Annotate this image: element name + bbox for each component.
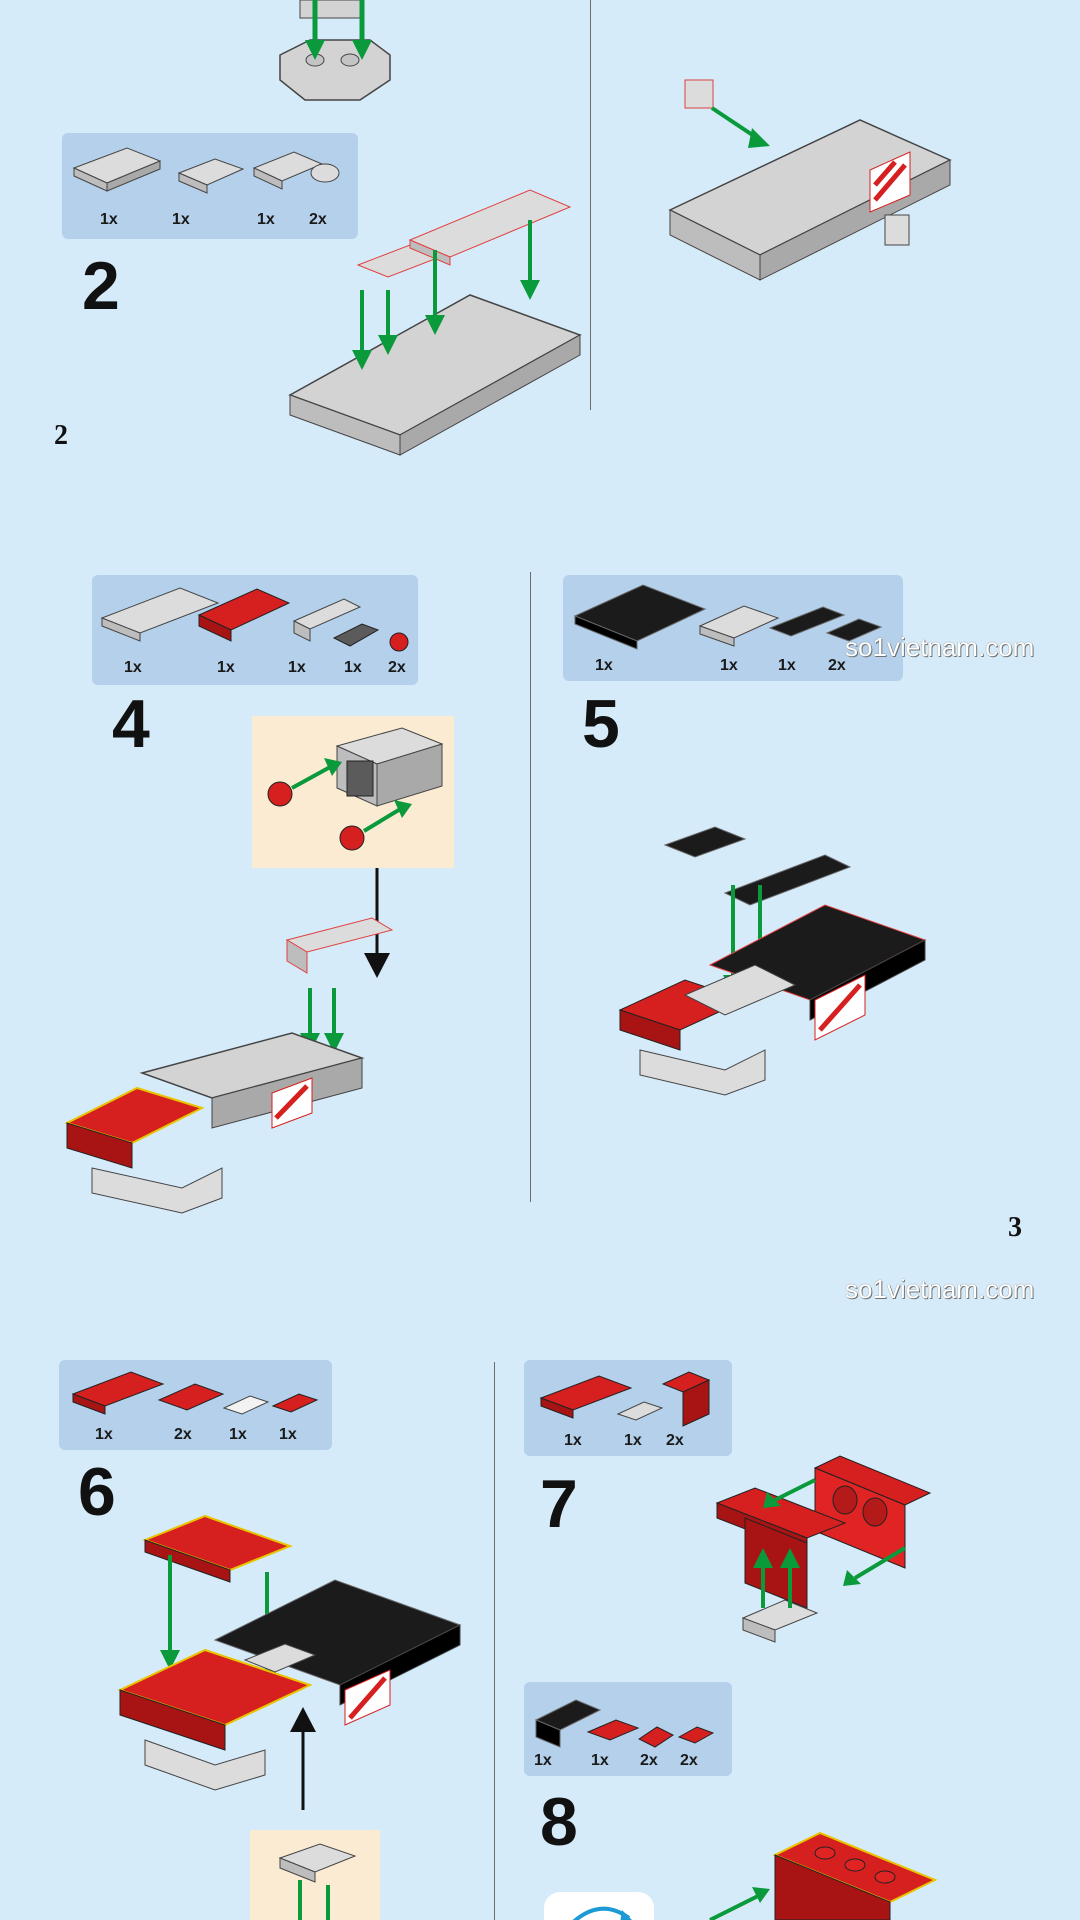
part-red-slope <box>638 1726 674 1748</box>
step-6-part-4-qty: 1x <box>279 1426 297 1443</box>
part-red-bracket <box>661 1371 711 1427</box>
part-gray-plate-2x3 <box>698 605 780 647</box>
part-black-plate-1x2 <box>825 618 883 642</box>
step-8-number: 8 <box>540 1784 578 1860</box>
step-2-number: 2 <box>82 248 120 324</box>
part-red-round-plate <box>389 632 409 652</box>
part-black-technic-brick <box>534 1699 602 1748</box>
part-red-clip <box>677 1726 715 1744</box>
step-5-model <box>618 826 927 1096</box>
step-4-part-2-qty: 1x <box>217 659 235 676</box>
page-number-2: 2 <box>54 420 68 451</box>
step-4-callout <box>252 716 454 868</box>
part-gray-plate-2x4 <box>72 147 162 192</box>
page-divider-bottom <box>494 1362 495 1920</box>
step-8-part-4-qty: 2x <box>680 1752 698 1769</box>
part-black-plate-4x6 <box>573 584 707 650</box>
part-red-wedge-plate <box>197 588 291 642</box>
step-4-part-4-qty: 1x <box>344 659 362 676</box>
part-red-plate-1x2 <box>586 1719 640 1741</box>
step-2-part-4-qty: 2x <box>309 211 327 228</box>
step-4-part-3-qty: 1x <box>288 659 306 676</box>
part-black-plate-1x4 <box>768 606 846 637</box>
step-8-parts-box: 1x 1x 2x 2x <box>524 1682 732 1776</box>
step-5-parts-box: 1x 1x 1x 2x <box>563 575 903 681</box>
part-gray-round-plate <box>310 163 340 183</box>
step-6-part-2-qty: 2x <box>174 1426 192 1443</box>
step-7-parts-box: 1x 1x 2x <box>524 1360 732 1456</box>
step-2-model <box>288 189 582 456</box>
page-divider-middle <box>530 572 531 1202</box>
page-divider-top <box>590 0 591 410</box>
step-3-model <box>668 79 952 281</box>
step-5-part-4-qty: 2x <box>828 657 846 674</box>
step-4-number: 4 <box>112 686 150 762</box>
step-5-number: 5 <box>582 686 620 762</box>
step-4-part-5-qty: 2x <box>388 659 406 676</box>
step-4-model <box>64 868 394 1214</box>
part-red-plate-2x4 <box>71 1371 165 1415</box>
callout-white-tile <box>278 1843 357 1920</box>
part-red-plate-2x3 <box>157 1383 225 1411</box>
part-red-plate-1x2 <box>271 1393 319 1413</box>
part-gray-plate-clip <box>177 158 245 194</box>
part-dark-gray-grille <box>332 623 380 647</box>
page-number-3: 3 <box>1008 1212 1022 1243</box>
step-6-model <box>117 1514 462 1810</box>
part-red-plate-2x4 <box>539 1375 633 1419</box>
step-7-number: 7 <box>540 1466 578 1542</box>
step-2-part-2-qty: 1x <box>172 211 190 228</box>
part-white-tile <box>222 1395 270 1415</box>
part-gray-plate-2x6 <box>100 587 220 642</box>
rotate-arrow-icon <box>572 1906 632 1920</box>
part-gray-brick-holes <box>292 598 362 642</box>
part-gray-plate-1x2 <box>616 1401 664 1421</box>
rotate-model-icon <box>544 1892 654 1920</box>
step-5-part-2-qty: 1x <box>720 657 738 674</box>
step-6-part-1-qty: 1x <box>95 1426 113 1443</box>
watermark-top: so1vietnam.com <box>845 632 1035 662</box>
step-7-part-3-qty: 2x <box>666 1432 684 1449</box>
step-2-parts-box: 1x 1x 1x 2x <box>62 133 358 239</box>
step-1-model-partial <box>279 0 391 101</box>
step-5-part-1-qty: 1x <box>595 657 613 674</box>
step-8-part-2-qty: 1x <box>591 1752 609 1769</box>
step-5-part-3-qty: 1x <box>778 657 796 674</box>
step-6-number: 6 <box>78 1454 116 1530</box>
step-4-part-1-qty: 1x <box>124 659 142 676</box>
step-7-model <box>715 1455 932 1643</box>
step-6-part-3-qty: 1x <box>229 1426 247 1443</box>
step-8-part-3-qty: 2x <box>640 1752 658 1769</box>
step-4-parts-box: 1x 1x 1x 1x 2x <box>92 575 418 685</box>
step-2-part-3-qty: 1x <box>257 211 275 228</box>
step-6-callout <box>250 1830 380 1920</box>
callout-assembly <box>267 727 444 851</box>
step-7-part-1-qty: 1x <box>564 1432 582 1449</box>
watermark-bottom: so1vietnam.com <box>845 1274 1035 1304</box>
step-2-part-1-qty: 1x <box>100 211 118 228</box>
step-6-parts-box: 1x 2x 1x 1x <box>59 1360 332 1450</box>
step-8-model-partial <box>709 1831 938 1920</box>
step-8-part-1-qty: 1x <box>534 1752 552 1769</box>
step-7-part-2-qty: 1x <box>624 1432 642 1449</box>
